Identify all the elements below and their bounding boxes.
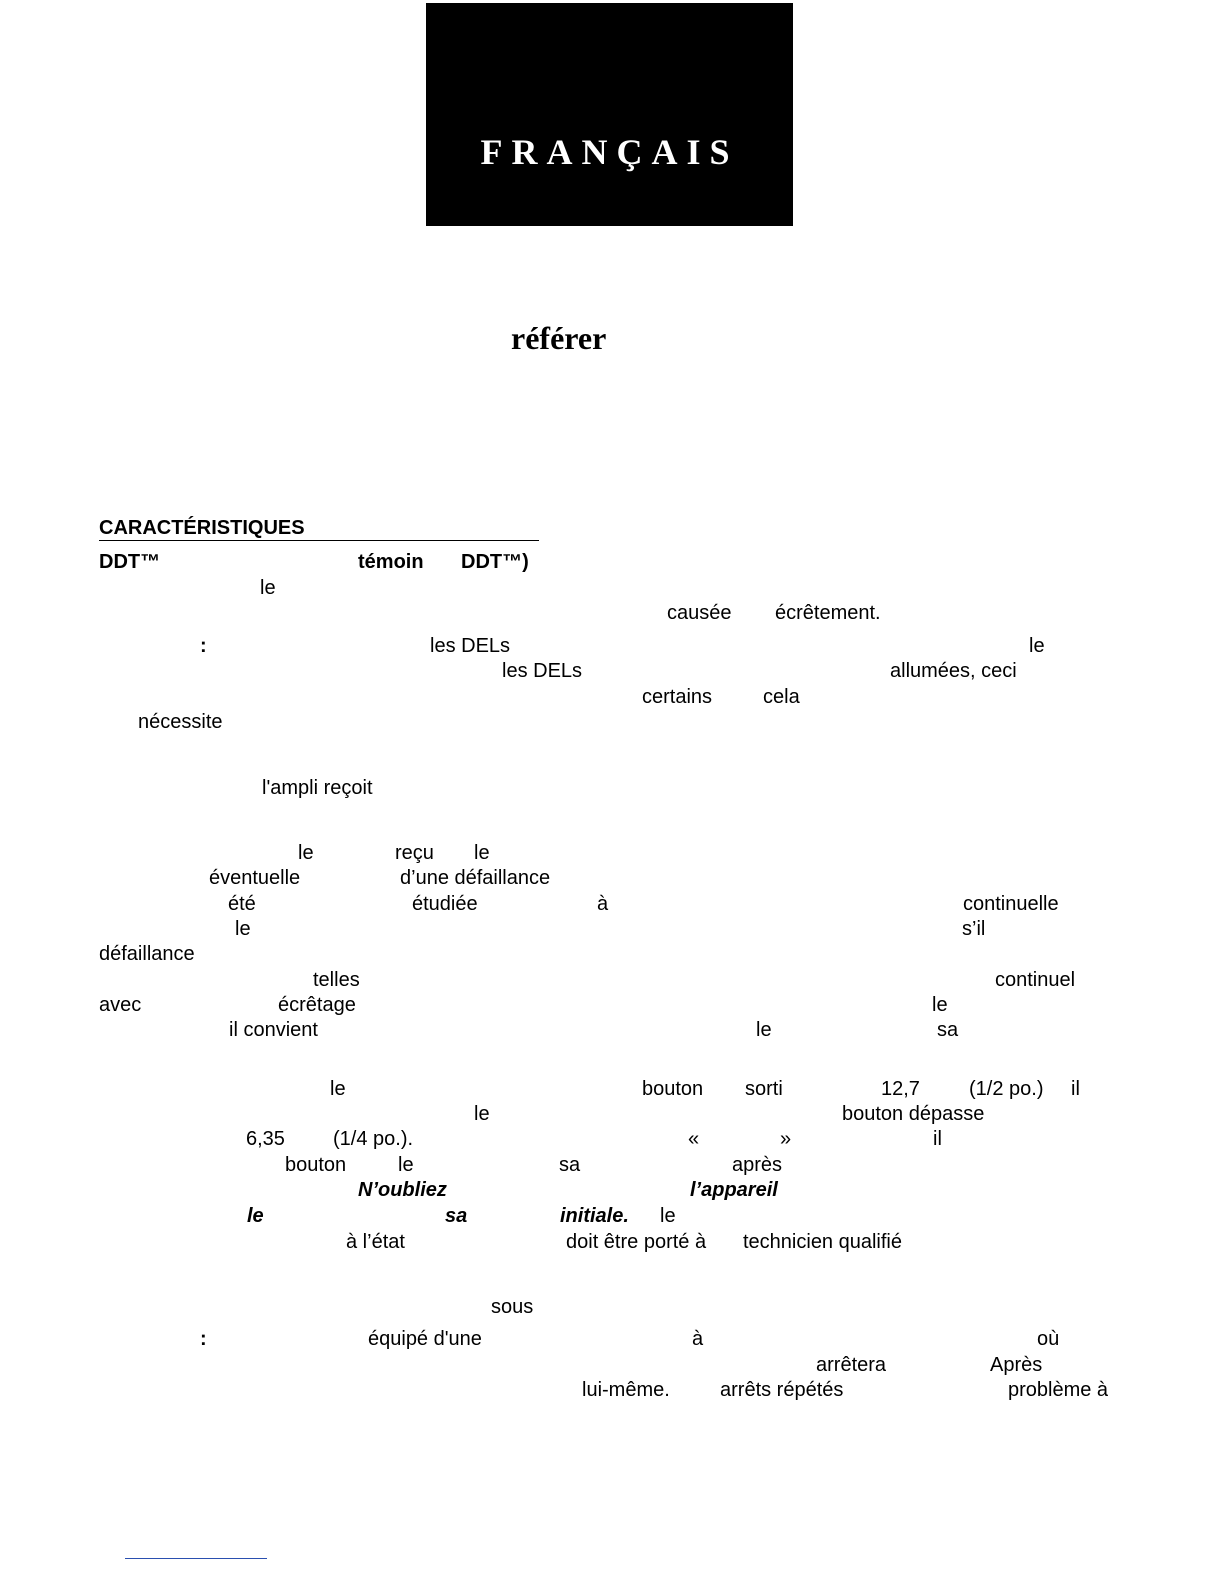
- body-word: DDT™: [99, 551, 161, 573]
- body-word: sa: [559, 1154, 581, 1176]
- body-word: «: [688, 1128, 700, 1150]
- body-word: le: [260, 577, 276, 599]
- body-word: il: [1071, 1078, 1080, 1100]
- body-word: reçu: [395, 842, 434, 864]
- body-word: nécessite: [138, 711, 223, 733]
- body-word: le: [330, 1078, 346, 1100]
- body-word: s’il: [962, 918, 986, 940]
- body-word: lui-même.: [582, 1379, 670, 1401]
- page-heading: référer: [511, 320, 607, 356]
- body-word: bouton: [642, 1078, 704, 1100]
- body-word: à: [692, 1328, 704, 1350]
- body-word: les DELs: [502, 660, 583, 682]
- body-word: N’oubliez: [358, 1179, 447, 1201]
- body-word: l'ampli reçoit: [262, 777, 373, 799]
- body-word: sa: [937, 1019, 959, 1041]
- body-word: le: [247, 1205, 264, 1227]
- body-word: continuel: [995, 969, 1076, 991]
- body-word: éventuelle: [209, 867, 301, 889]
- body-word: écrêtement.: [775, 602, 881, 624]
- body-word: continuelle: [963, 893, 1059, 915]
- body-word: l’appareil: [690, 1179, 778, 1201]
- body-word: (1/4 po.).: [333, 1128, 414, 1150]
- body-word: allumées, ceci: [890, 660, 1017, 682]
- body-word: défaillance: [99, 943, 195, 965]
- body-word: où: [1037, 1328, 1060, 1350]
- body-word: étudiée: [412, 893, 478, 915]
- body-word: le: [660, 1205, 676, 1227]
- body-word: problème à: [1008, 1379, 1109, 1401]
- body-word: le: [298, 842, 314, 864]
- body-word: le: [474, 842, 490, 864]
- body-word: après: [732, 1154, 783, 1176]
- footnote-rule: [125, 1558, 267, 1559]
- body-word: sorti: [745, 1078, 783, 1100]
- body-word: été: [228, 893, 256, 915]
- body-word: DDT™): [461, 551, 529, 573]
- body-word: équipé d'une: [368, 1328, 482, 1350]
- body-word: (1/2 po.): [969, 1078, 1044, 1100]
- body-word: sous: [491, 1296, 534, 1318]
- body-word: Après: [990, 1354, 1043, 1376]
- body-word: le: [1029, 635, 1045, 657]
- body-word: écrêtage: [278, 994, 356, 1016]
- banner-title: FRANÇAIS: [480, 132, 739, 172]
- body-word: :: [200, 635, 207, 657]
- body-word: arrêts répétés: [720, 1379, 844, 1401]
- body-word: 6,35: [246, 1128, 285, 1150]
- body-word: initiale.: [560, 1205, 629, 1227]
- body-word: causée: [667, 602, 732, 624]
- body-word: le: [932, 994, 948, 1016]
- body-word: d’une défaillance: [400, 867, 551, 889]
- language-banner: FRANÇAIS: [426, 3, 793, 226]
- body-word: arrêtera: [816, 1354, 887, 1376]
- body-word: doit être porté à: [566, 1231, 707, 1253]
- body-word: telles: [313, 969, 360, 991]
- body-word: les DELs: [430, 635, 511, 657]
- body-word: certains: [642, 686, 713, 708]
- body-word: à: [597, 893, 609, 915]
- body-word: bouton: [285, 1154, 347, 1176]
- body-word: à l’état: [346, 1231, 405, 1253]
- body-word: il: [933, 1128, 942, 1150]
- section-title: CARACTÉRISTIQUES: [99, 517, 539, 541]
- body-word: il convient: [229, 1019, 318, 1041]
- body-word: avec: [99, 994, 142, 1016]
- body-word: le: [398, 1154, 414, 1176]
- body-word: le: [474, 1103, 490, 1125]
- body-word: :: [200, 1328, 207, 1350]
- body-word: témoin: [358, 551, 424, 573]
- body-word: le: [235, 918, 251, 940]
- body-word: bouton dépasse: [842, 1103, 985, 1125]
- body-word: 12,7: [881, 1078, 920, 1100]
- body-word: sa: [445, 1205, 468, 1227]
- body-word: technicien qualifié: [743, 1231, 902, 1253]
- body-word: »: [780, 1128, 792, 1150]
- body-word: cela: [763, 686, 800, 708]
- body-word: le: [756, 1019, 772, 1041]
